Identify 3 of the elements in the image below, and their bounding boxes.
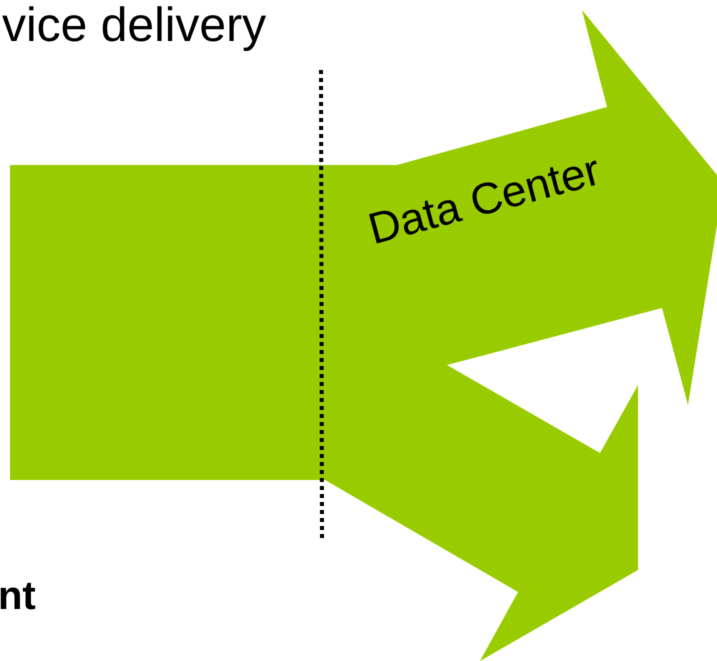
slide-title: vice delivery — [2, 0, 266, 52]
arrow-label: Data Center — [364, 146, 606, 254]
heading-text: nt — [0, 574, 36, 618]
